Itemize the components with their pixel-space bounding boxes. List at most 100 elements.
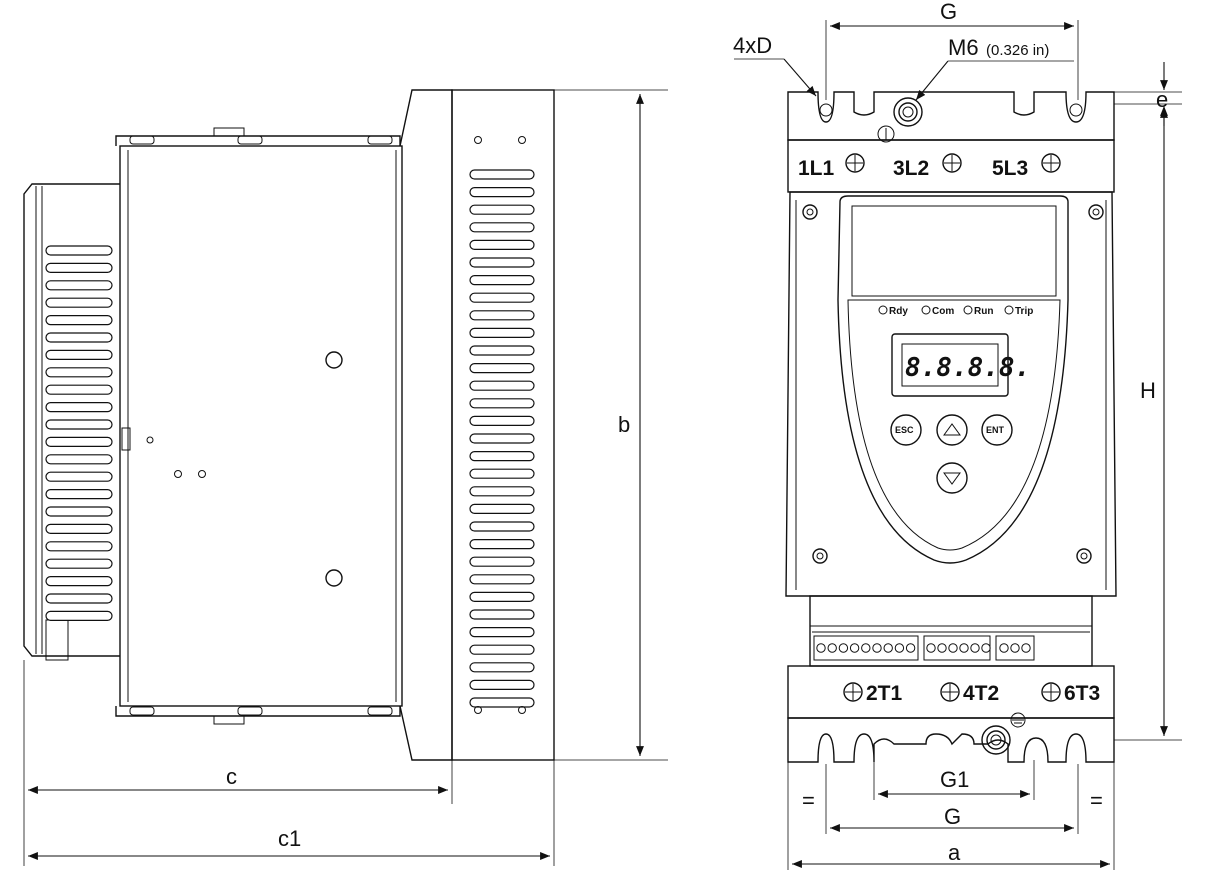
terminal-6t3-label: 6T3 [1064, 682, 1100, 705]
connector-screw-icon [926, 643, 936, 653]
down-button[interactable] [936, 462, 968, 494]
vent-slot [469, 345, 535, 356]
ent-button[interactable]: ENT [981, 414, 1013, 446]
vent-slot [45, 297, 113, 308]
connector-screw-icon [999, 643, 1009, 653]
vent-slot [45, 436, 113, 447]
vent-slot [45, 558, 113, 569]
connector-screw-icon [905, 643, 916, 653]
vent-slot [469, 222, 535, 233]
corner-screw-icon [802, 204, 818, 220]
side-view [23, 89, 555, 761]
keypad-housing [837, 195, 1069, 564]
vent-slot [469, 644, 535, 655]
connector-screw-icon [849, 643, 860, 653]
side-cover-vents [45, 245, 113, 622]
vent-slot [469, 574, 535, 585]
vent-slot [45, 489, 113, 500]
vent-slot [45, 245, 113, 256]
side-heatsink-body [399, 89, 453, 761]
top-bracket [787, 91, 1115, 141]
control-connector-1 [813, 635, 919, 661]
side-cover [23, 183, 120, 657]
vent-slot [45, 349, 113, 360]
esc-button[interactable]: ESC [890, 414, 922, 446]
front-view: 1L1 3L2 5L3 Rdy Com Run Trip 8.8.8.8. ES… [785, 91, 1117, 763]
vent-slot [469, 169, 535, 180]
vent-slot [45, 454, 113, 465]
connector-screw-icon [1021, 643, 1031, 653]
vent-slot [45, 332, 113, 343]
led-rdy-label: Rdy [889, 306, 908, 317]
dim-a-label: a [948, 840, 961, 865]
corner-screw-icon [1076, 548, 1092, 564]
vent-slot [469, 327, 535, 338]
connector-screw-icon [838, 643, 849, 653]
vent-slot [469, 257, 535, 268]
keypad-panel [847, 299, 1061, 551]
vent-slot [469, 433, 535, 444]
connector-screw-icon [970, 643, 980, 653]
esc-button-label: ESC [895, 425, 914, 435]
dim-g-top-label: G [940, 0, 957, 24]
vent-slot [469, 187, 535, 198]
led-run: Run [963, 305, 993, 317]
front-body [785, 191, 1117, 597]
vent-slot [469, 556, 535, 567]
terminal-screw-icon [942, 153, 962, 173]
vent-slot [45, 471, 113, 482]
vent-slot [45, 575, 113, 587]
corner-screw-icon [1088, 204, 1104, 220]
connector-screw-icon [827, 643, 837, 653]
led-com: Com [921, 305, 954, 317]
top-terminal-strip [787, 139, 1115, 193]
connector-screw-icon [948, 643, 958, 653]
dim-g1-label: G1 [940, 767, 969, 792]
vent-slot [45, 280, 113, 291]
terminal-screw-icon [1041, 682, 1061, 702]
connector-screw-icon [894, 643, 905, 653]
vent-slot [469, 292, 535, 303]
connector-screw-icon [981, 643, 991, 653]
heatsink-vents [469, 169, 535, 708]
display-window [901, 343, 999, 387]
vent-slot [469, 538, 535, 550]
led-trip: Trip [1004, 305, 1033, 317]
vent-slot [469, 486, 535, 497]
up-arrow-icon [943, 423, 961, 436]
ground-screw [981, 725, 1011, 755]
terminal-2t1-label: 2T1 [866, 682, 903, 705]
vent-slot [469, 380, 535, 391]
display-digits: 8.8.8.8. [905, 353, 1030, 383]
ground-icon [1010, 712, 1026, 728]
dim-c1-label: c1 [278, 826, 301, 851]
screw-label: M6 [948, 35, 979, 60]
vent-slot [469, 275, 535, 286]
up-button[interactable] [936, 414, 968, 446]
equal-right-label: = [1090, 788, 1103, 813]
vent-slot [469, 310, 535, 321]
connector-screws [816, 643, 1031, 653]
dim-b-label: b [618, 412, 630, 437]
mounting-holes-label: 4xD [733, 33, 772, 58]
vent-slot [469, 451, 535, 462]
side-dimensions: b c c1 [23, 89, 668, 866]
led-com-label: Com [932, 306, 954, 317]
led-rdy: Rdy [878, 305, 908, 317]
vent-slot [45, 523, 113, 535]
vent-slot [45, 506, 113, 517]
down-arrow-icon [943, 472, 961, 485]
vent-slot [45, 315, 113, 326]
vent-slot [469, 468, 535, 479]
connector-screw-icon [816, 643, 826, 653]
terminal-1l1-label: 1L1 [798, 157, 835, 180]
connector-screw-icon [861, 643, 871, 653]
top-window [851, 205, 1057, 297]
front-dimensions: G 4xD M6 (0.326 in) e H G1 G = = [733, 0, 1182, 870]
terminal-4t2-label: 4T2 [963, 682, 999, 705]
connector-screw-icon [872, 643, 882, 653]
vent-slot [469, 398, 535, 409]
vent-slot [469, 503, 535, 514]
vent-slot [45, 402, 113, 413]
